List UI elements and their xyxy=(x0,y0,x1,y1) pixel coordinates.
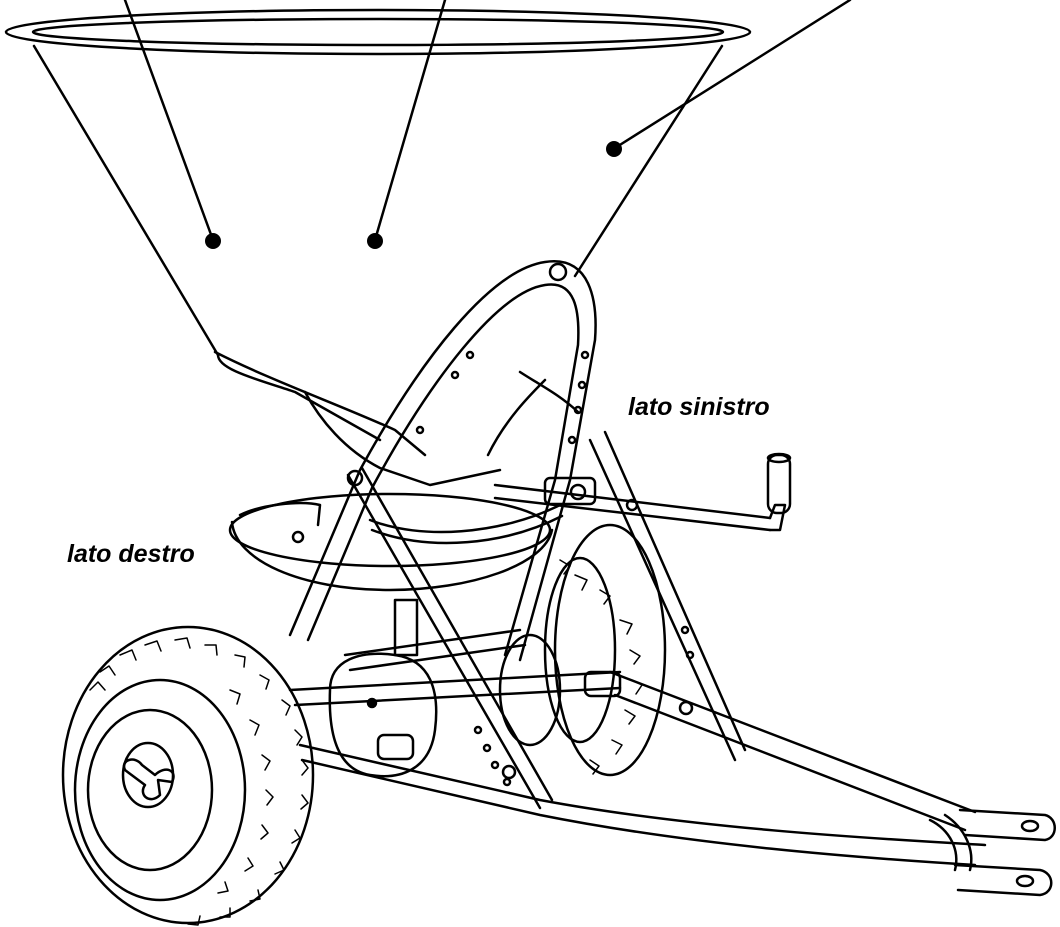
callout-dots xyxy=(205,141,622,249)
frame-rear-leg xyxy=(588,430,747,762)
hopper-rim-inner xyxy=(31,17,725,47)
hopper-funnel xyxy=(213,350,427,457)
front-wheel xyxy=(61,625,315,926)
axle-cap-left xyxy=(376,733,415,761)
disc-top xyxy=(228,492,552,568)
callout-dot-2 xyxy=(367,233,383,249)
front-rim xyxy=(86,708,214,872)
front-tread xyxy=(89,637,309,926)
callout-dot-3 xyxy=(606,141,622,157)
axle-bolt-mid xyxy=(501,764,517,780)
callout-line-3 xyxy=(613,0,852,150)
tow-tongue xyxy=(928,813,973,872)
label-right-side: lato destro xyxy=(67,540,195,568)
disc-band xyxy=(368,503,564,545)
callout-dot-1 xyxy=(205,233,221,249)
callout-line-1 xyxy=(123,0,215,242)
hopper-lower-body xyxy=(303,390,502,487)
callout-lines xyxy=(123,0,852,242)
gearbox-shaft xyxy=(393,598,419,657)
tow-rail-left xyxy=(298,743,987,867)
axle xyxy=(288,670,622,707)
disc-fin-left xyxy=(238,501,322,527)
hitch-plate-upper xyxy=(958,808,1056,842)
gearbox-housing xyxy=(328,652,438,778)
tow-rail-right xyxy=(608,670,977,832)
hopper-right-slope xyxy=(486,370,580,457)
lever-clamp xyxy=(543,476,597,506)
strut-top-bolt xyxy=(346,469,364,487)
callout-line-2 xyxy=(373,0,447,242)
frame-arch-top-bolt xyxy=(548,262,568,282)
hitch-plate-lower xyxy=(953,863,1053,897)
axle-bolt-right xyxy=(678,700,694,716)
lever-end-bolt xyxy=(625,498,639,512)
axle-and-drawbar xyxy=(288,670,1056,897)
lever-rod xyxy=(493,483,772,532)
front-tire-outer xyxy=(61,625,315,925)
disc-rim xyxy=(230,520,554,592)
control-lever xyxy=(493,452,792,532)
spreader-disc xyxy=(228,492,564,592)
frame-crossbar xyxy=(343,628,527,672)
hopper-rim-outer xyxy=(4,8,752,56)
rear-tire-inner xyxy=(543,556,617,744)
front-tire-inner xyxy=(73,678,247,902)
frame-holes xyxy=(415,350,695,787)
lever-crank xyxy=(768,503,787,532)
frame-arch-inner xyxy=(306,283,580,657)
rear-hub xyxy=(498,633,562,747)
frame xyxy=(288,260,747,810)
label-left-side: lato sinistro xyxy=(628,393,770,421)
lever-clamp-bolt xyxy=(569,483,587,501)
hitch-hole-upper xyxy=(1020,819,1040,833)
wing-nut-icon xyxy=(122,758,175,801)
axle-cap-right xyxy=(583,670,622,698)
disc-bolt xyxy=(291,530,305,544)
hopper-cone xyxy=(32,44,724,357)
frame-arch-outer xyxy=(288,260,597,662)
hitch-hole-lower xyxy=(1015,874,1035,888)
hopper xyxy=(4,8,752,487)
rear-tire-outer xyxy=(553,523,667,777)
lever-handle-cap xyxy=(766,452,792,464)
